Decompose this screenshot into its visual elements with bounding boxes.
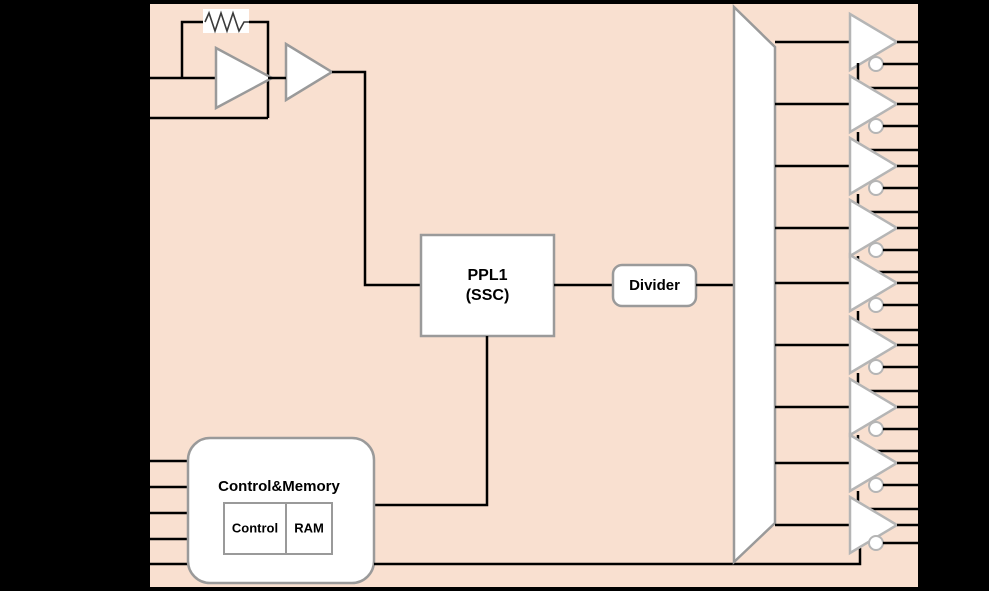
output-buffer-triangle-icon	[848, 11, 900, 73]
buffer-inverting-bubble-icon	[868, 118, 884, 134]
pll-block-label-line1: PPL1	[467, 267, 507, 284]
divider-block[interactable]: Divider	[611, 263, 698, 308]
control-cell-body[interactable]	[223, 502, 287, 555]
control-memory-label: Control&Memory	[218, 478, 340, 495]
wire-pll-to-control	[374, 336, 489, 507]
resistor-zigzag-icon	[204, 10, 249, 34]
output-mux-bus[interactable]	[732, 4, 777, 565]
pll-block-label-line2: (SSC)	[466, 287, 510, 304]
buffer-inverting-bubble-icon	[868, 421, 884, 437]
output-buffer-triangle-icon	[848, 314, 900, 376]
ram-cell-label: RAM	[294, 520, 324, 535]
output-buffer-triangle-icon	[848, 135, 900, 197]
buffer-inverting-bubble-icon	[868, 242, 884, 258]
feedback-path-left	[180, 20, 210, 78]
control-memory-block[interactable]: Control&Memory Control RAM	[186, 436, 376, 585]
feedback-path-right	[242, 20, 270, 78]
buffer-inverting-bubble-icon	[868, 297, 884, 313]
buffer-inverting-bubble-icon	[868, 535, 884, 551]
output-buffer-triangle-icon	[848, 197, 900, 259]
output-buffer-5[interactable]	[848, 252, 918, 332]
output-buffer-triangle-icon	[848, 376, 900, 438]
output-buffer-triangle-icon	[848, 252, 900, 314]
output-buffer-9[interactable]	[848, 494, 918, 556]
amplifier-triangle-icon	[284, 41, 335, 103]
ram-cell-body[interactable]	[285, 502, 333, 555]
crystal-oscillator-network	[180, 20, 270, 118]
buffer-inverting-bubble-icon	[868, 180, 884, 196]
wire-osc-to-pll	[332, 70, 421, 287]
control-cell-label: Control	[232, 520, 278, 535]
buffer-inverting-bubble-icon	[868, 359, 884, 375]
wire-control-to-output-enable	[374, 548, 862, 566]
output-buffer-3[interactable]	[848, 135, 918, 214]
divider-block-label: Divider	[629, 277, 680, 294]
bus-to-buffer-wires	[775, 40, 850, 527]
pll-block[interactable]: PPL1 (SSC)	[419, 233, 556, 338]
buffer-inverting-bubble-icon	[868, 56, 884, 72]
pll-block-body[interactable]	[419, 233, 556, 338]
output-buffer-7[interactable]	[848, 376, 918, 453]
output-buffer-triangle-icon	[848, 73, 900, 135]
output-buffer-2[interactable]	[848, 73, 918, 152]
feedback-resistor	[203, 9, 249, 34]
output-buffer-triangle-icon	[848, 432, 900, 494]
amplifier-triangle-icon	[214, 45, 275, 111]
buffer-inverting-bubble-icon	[868, 477, 884, 493]
xtal-inverter-2	[284, 41, 335, 103]
xtal-inverter-1	[214, 45, 275, 111]
